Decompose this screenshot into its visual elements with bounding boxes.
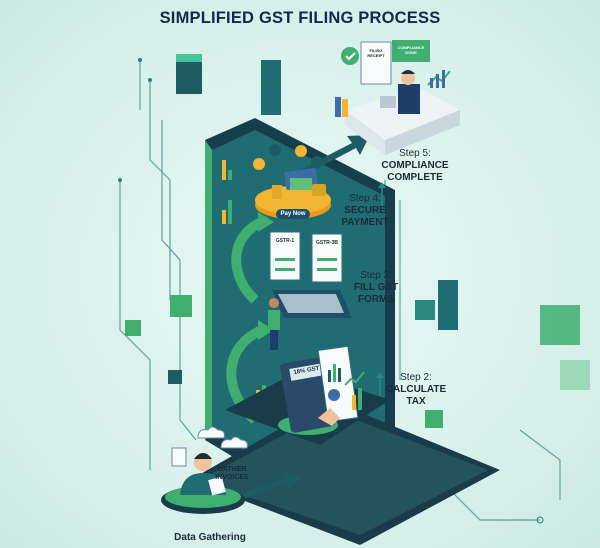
gather-caption-line2: INVOICES bbox=[215, 474, 249, 481]
step2-label: Step 2: CALCULATE TAX bbox=[376, 372, 456, 408]
calculator-platform bbox=[225, 345, 390, 445]
form-gstr1: GSTR-1 bbox=[275, 238, 295, 244]
step3-title-line1: FILL GST bbox=[353, 282, 399, 293]
form-gstr3b: GSTR-3B bbox=[316, 240, 338, 246]
compliance-desk bbox=[335, 40, 460, 155]
step3-title-line2: FORMS bbox=[357, 294, 395, 305]
step2-number: Step 2: bbox=[400, 372, 432, 383]
payment-platform bbox=[253, 144, 331, 219]
step5-title-line2: COMPLETE bbox=[387, 172, 443, 183]
step4-title-line2: PAYMENT bbox=[341, 217, 389, 228]
step1-label: Data Gathering bbox=[174, 532, 246, 543]
pay-now-button: Pay Now bbox=[280, 211, 306, 217]
step5-label: Step 5: COMPLIANCE COMPLETE bbox=[370, 148, 460, 184]
gather-invoices-caption: GATHER INVOICES bbox=[212, 466, 252, 482]
step2-title-line2: TAX bbox=[406, 396, 426, 407]
step3-label: Step 3: FILL GST FORMS bbox=[336, 270, 416, 306]
step5-title-line1: COMPLIANCE bbox=[381, 160, 449, 171]
laptop-forms bbox=[268, 231, 352, 350]
step5-number: Step 5: bbox=[399, 148, 431, 159]
step2-title-line1: CALCULATE bbox=[385, 384, 447, 395]
step4-number: Step 4: bbox=[349, 193, 381, 204]
page-title: SIMPLIFIED GST FILING PROCESS bbox=[159, 9, 441, 27]
data-gathering-person bbox=[161, 426, 248, 514]
compliance-sign: COMPLIANCE DONE bbox=[397, 45, 425, 55]
arrow-from-step1 bbox=[238, 471, 300, 500]
decorative-cubes bbox=[125, 54, 590, 428]
gather-caption-line1: GATHER bbox=[217, 466, 247, 473]
filing-receipt: FILING RECEIPT bbox=[367, 48, 385, 58]
step3-number: Step 3: bbox=[360, 270, 392, 281]
step4-label: Step 4: SECURE PAYMENT bbox=[325, 193, 405, 229]
step4-title-line1: SECURE bbox=[344, 205, 386, 216]
